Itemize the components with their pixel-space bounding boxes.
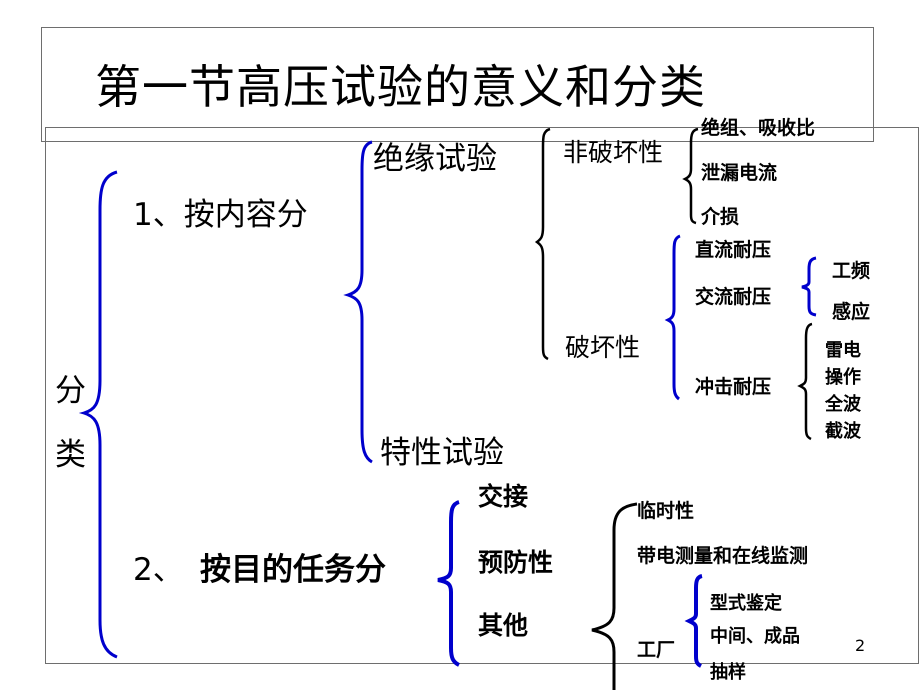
live-measurement-item: 带电测量和在线监测 [637,545,809,567]
non-destructive-brace [682,127,699,225]
other-item: 其他 [478,611,529,640]
temporary-item: 临时性 [637,500,695,522]
purpose-brace [437,500,460,667]
full-wave-item: 全波 [825,394,861,415]
title-frame [41,27,874,142]
root-brace [78,170,118,659]
lightning-item: 雷电 [825,340,861,361]
impulse-brace [797,322,813,441]
destructive-brace [664,234,681,401]
by-purpose-prefix: 2、 [133,552,184,588]
ac-withstand-item: 交流耐压 [695,286,772,308]
factory-label: 工厂 [637,639,676,661]
preventive-item: 预防性 [478,548,554,577]
page-number: 2 [855,636,866,655]
ac-brace [801,256,817,317]
induced-item: 感应 [832,301,871,323]
power-frequency-item: 工频 [832,260,871,282]
chopped-wave-item: 截波 [825,421,861,442]
switching-item: 操作 [825,367,861,388]
insulation-brace [534,127,551,361]
insulation-resistance-item: 绝组、吸收比 [701,117,816,139]
other-brace [591,502,638,690]
slide-title: 第一节高压试验的意义和分类 [95,60,706,114]
handover-item: 交接 [478,482,529,511]
by-content-label: 1、按内容分 [133,197,308,233]
root-char-2: 类 [55,437,86,473]
characteristic-test-label: 特性试验 [380,435,504,471]
leakage-current-item: 泄漏电流 [701,162,778,184]
sampling-item: 抽样 [710,662,746,683]
intermediate-final-item: 中间、成品 [710,626,800,647]
insulation-test-label: 绝缘试验 [373,141,497,177]
root-char-1: 分 [55,373,86,409]
dielectric-loss-item: 介损 [701,206,740,228]
type-test-item: 型式鉴定 [710,593,782,614]
destructive-label: 破坏性 [565,333,641,362]
impulse-withstand-item: 冲击耐压 [695,376,772,398]
content-frame [45,127,919,664]
by-purpose-label: 按目的任务分 [200,552,386,588]
content-brace [343,140,373,464]
factory-brace [684,574,703,668]
dc-withstand-item: 直流耐压 [695,239,772,261]
non-destructive-label: 非破坏性 [563,138,664,167]
